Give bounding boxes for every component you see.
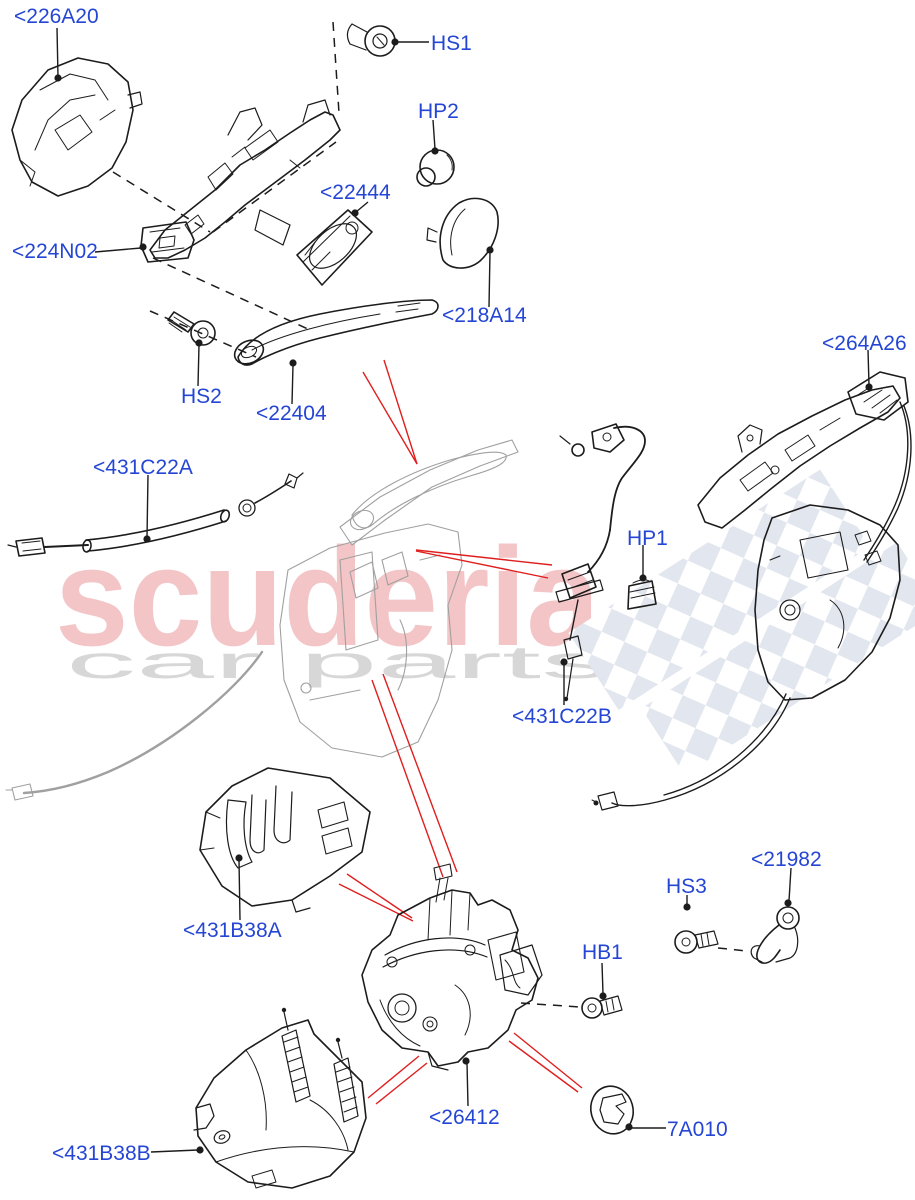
checkered-flag-watermark [568,469,915,776]
part-22444-drawing [296,209,373,286]
assembly-axis-lines [112,21,748,1008]
part-label-224N02[interactable]: <224N02 [12,240,98,263]
watermark-sub-text: car parts [66,636,611,688]
part-label-431C22A[interactable]: <431C22A [93,456,193,479]
part-label-HS1[interactable]: HS1 [431,32,472,55]
part-label-7A010[interactable]: 7A010 [667,1118,728,1141]
red-guide-lines [338,359,583,1105]
part-label-264A26[interactable]: <264A26 [822,332,907,355]
part-HB1-drawing [581,995,623,1019]
leader-lines [54,27,873,1154]
part-label-21982[interactable]: <21982 [751,848,822,871]
part-226A20-drawing [11,57,143,197]
part-7A010-drawing [589,1085,635,1135]
part-431C22B-drawing [555,423,646,702]
part-label-218A14[interactable]: <218A14 [442,304,527,327]
part-26412-drawing [361,863,543,1071]
part-label-22404[interactable]: <22404 [256,402,327,425]
part-218A14-drawing [426,197,499,269]
part-label-HS3[interactable]: HS3 [666,875,707,898]
part-264A26-drawing [591,371,912,811]
part-431B38B-drawing [193,1007,367,1189]
part-label-HB1[interactable]: HB1 [582,941,623,964]
part-HS3-drawing [674,930,719,954]
part-label-22444[interactable]: <22444 [320,181,391,204]
part-label-26412[interactable]: <26412 [429,1106,500,1129]
part-label-HS2[interactable]: HS2 [181,385,222,408]
part-HS2-drawing [167,311,216,346]
part-431C22A-drawing [7,472,304,557]
handle-reinforcement-frame-drawing [149,99,341,259]
part-label-431B38B[interactable]: <431B38B [52,1142,151,1165]
part-label-431C22B[interactable]: <431C22B [512,705,612,728]
watermark-brand-text: scuderia [55,518,601,675]
part-HS1-drawing [346,23,396,57]
part-HP2-drawing [416,149,455,187]
ghost-door-module [5,439,519,801]
watermark: scuderia car parts [55,469,915,776]
part-21982-drawing [750,906,800,964]
part-label-HP2[interactable]: HP2 [418,100,459,123]
part-431B38A-drawing [199,767,371,913]
part-22404-drawing [233,299,439,366]
part-label-226A20[interactable]: <226A20 [14,5,99,28]
part-label-431B38A[interactable]: <431B38A [183,919,282,942]
part-label-HP1[interactable]: HP1 [627,527,668,550]
